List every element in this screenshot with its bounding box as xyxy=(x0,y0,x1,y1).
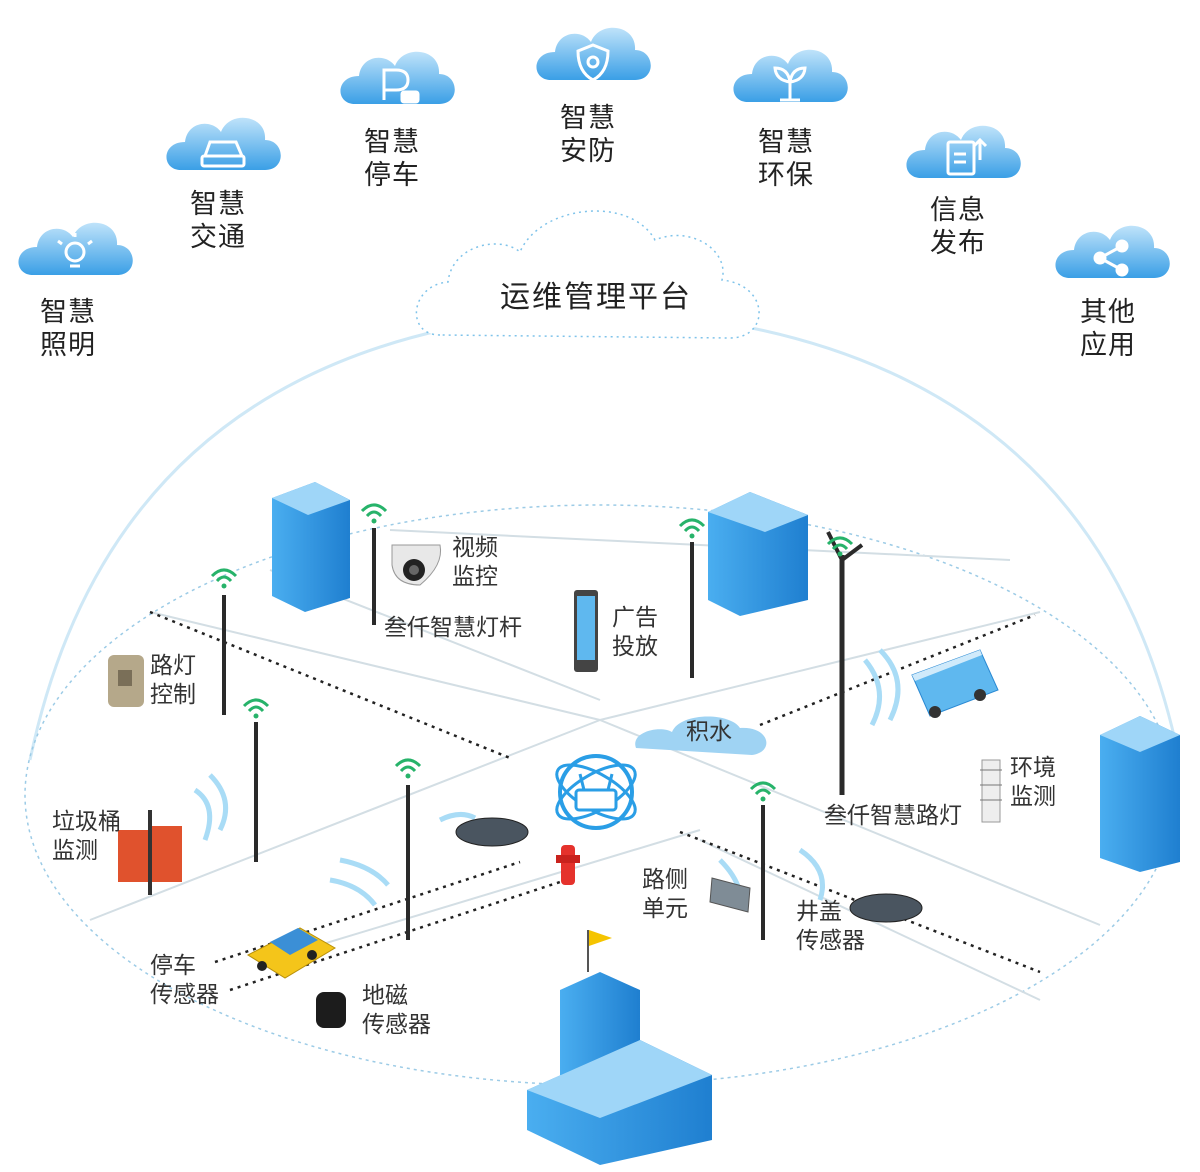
poles xyxy=(222,528,864,940)
manhole-icon xyxy=(455,817,923,923)
ad-screen-icon xyxy=(574,590,598,672)
lamp-controller-icon xyxy=(108,655,144,707)
label-env-monitoring: 环境监测 xyxy=(1010,755,1056,810)
app-label-info-release: 信息发布 xyxy=(930,195,986,259)
document-upload-icon xyxy=(946,137,988,176)
app-label-parking: 智慧停车 xyxy=(364,127,420,191)
water-cloud-icon xyxy=(635,716,767,755)
label-water-logging: 积水 xyxy=(686,719,732,745)
label-manhole-sensor: 井盖传感器 xyxy=(796,899,865,954)
shield-icon xyxy=(576,43,610,82)
taxi-icon xyxy=(246,927,336,979)
trash-bin-icon xyxy=(118,810,182,895)
label-video-monitoring: 视频监控 xyxy=(452,535,498,590)
building-top-left xyxy=(272,482,350,612)
label-smart-pole: 叁仟智慧灯杆 xyxy=(384,615,522,641)
platform-cloud xyxy=(415,210,760,339)
app-label-lighting: 智慧照明 xyxy=(40,297,96,361)
camera-icon xyxy=(391,544,442,586)
sprout-icon xyxy=(773,66,807,102)
label-trash-monitoring: 垃圾桶监测 xyxy=(52,809,121,864)
label-geomag-sensor: 地磁传感器 xyxy=(362,983,431,1038)
app-label-traffic: 智慧交通 xyxy=(190,189,246,253)
parking-icon xyxy=(382,68,420,104)
label-lamp-control: 路灯控制 xyxy=(150,653,196,708)
env-sensor-icon xyxy=(980,759,1002,823)
building-bottom xyxy=(527,930,712,1165)
geomag-sensor-icon xyxy=(316,992,346,1028)
label-smart-streetlight: 叁仟智慧路灯 xyxy=(824,803,962,829)
hydrant-icon xyxy=(556,845,580,885)
building-right xyxy=(1100,716,1180,872)
share-icon xyxy=(1093,239,1129,277)
car-icon xyxy=(200,140,246,168)
app-label-security: 智慧安防 xyxy=(560,103,616,167)
app-label-environment: 智慧环保 xyxy=(758,127,814,191)
wireless-waves xyxy=(193,648,901,911)
router-hub-icon xyxy=(555,754,637,830)
label-roadside-unit: 路侧单元 xyxy=(642,867,688,922)
label-ad-placement: 广告投放 xyxy=(612,605,658,660)
building-top-right xyxy=(708,492,808,616)
lightbulb-icon xyxy=(57,233,93,268)
dome-outline xyxy=(28,308,1177,761)
platform-title: 运维管理平台 xyxy=(500,280,692,315)
label-parking-sensor: 停车传感器 xyxy=(150,953,219,1008)
app-label-other: 其他应用 xyxy=(1080,297,1136,361)
roadside-unit-icon xyxy=(709,877,751,913)
bus-icon xyxy=(911,649,999,718)
